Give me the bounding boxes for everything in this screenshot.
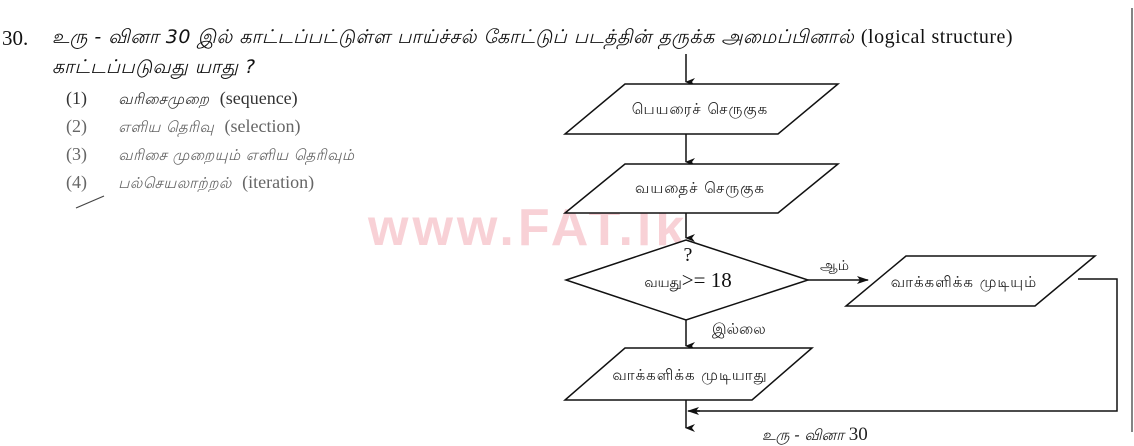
decision-question-mark: ? xyxy=(683,244,693,266)
question-number: 30. xyxy=(2,26,29,50)
output-yes-label: வாக்களிக்க முடியும் xyxy=(890,273,1038,291)
question-text-line1: உரு - வினா 30 இல் காட்டப்பட்டுள்ள பாய்ச்… xyxy=(52,26,1013,51)
decision-condition: வயது>= 18 xyxy=(644,268,731,293)
input-age-label: வயதைச் செருகுக xyxy=(635,179,765,197)
option-2[interactable]: (2) எளிய தெரிவு (selection) xyxy=(66,116,300,138)
decision-operator: >= 18 xyxy=(681,268,732,292)
figure-reference: உரு - வினா 30 xyxy=(762,424,868,446)
option-3[interactable]: (3) வரிசை முறையும் எளிய தெரிவும் xyxy=(66,144,361,166)
option-number: (4) xyxy=(66,172,87,192)
yes-label: ஆம் xyxy=(820,258,849,274)
option-text-tamil: வரிசைமுறை xyxy=(118,90,210,108)
option-number: (3) xyxy=(66,144,87,164)
option-text-english: (sequence) xyxy=(219,88,298,108)
option-text-tamil: பல்செயலாற்றல் xyxy=(118,174,232,192)
decision-variable: வயது xyxy=(644,275,682,291)
option-number: (2) xyxy=(66,116,87,136)
figure-reference-number: 30 xyxy=(848,424,868,445)
option-text-tamil: வரிசை முறையும் எளிய தெரிவும் xyxy=(118,146,355,164)
option-text-english: (selection) xyxy=(224,116,301,136)
option-4[interactable]: (4) பல்செயலாற்றல் (iteration) xyxy=(66,172,314,194)
output-yes-shape xyxy=(843,255,1098,307)
output-no-shape xyxy=(562,347,815,401)
question-text-tamil: உரு - வினா 30 இல் காட்டப்பட்டுள்ள பாய்ச்… xyxy=(52,26,855,48)
option-text-tamil: எளிய தெரிவு xyxy=(118,118,215,136)
no-label: இல்லை xyxy=(712,320,766,338)
figure-reference-text: உரு - வினா xyxy=(762,426,844,444)
connector-yes-merge xyxy=(690,278,1118,412)
option-text-english: (iteration) xyxy=(242,172,315,192)
option-number: (1) xyxy=(66,88,87,108)
input-name-shape xyxy=(562,83,841,135)
input-name-label: பெயரைச் செருகுக xyxy=(631,100,769,118)
question-text-english: (logical structure) xyxy=(860,26,1014,48)
question-text-line2: காட்டப்படுவது யாது ? xyxy=(52,56,256,78)
option-1[interactable]: (1) வரிசைமுறை (sequence) xyxy=(66,88,298,110)
pen-tick-mark xyxy=(75,195,105,209)
input-age-shape xyxy=(562,163,841,214)
output-no-label: வாக்களிக்க முடியாது xyxy=(612,366,768,384)
